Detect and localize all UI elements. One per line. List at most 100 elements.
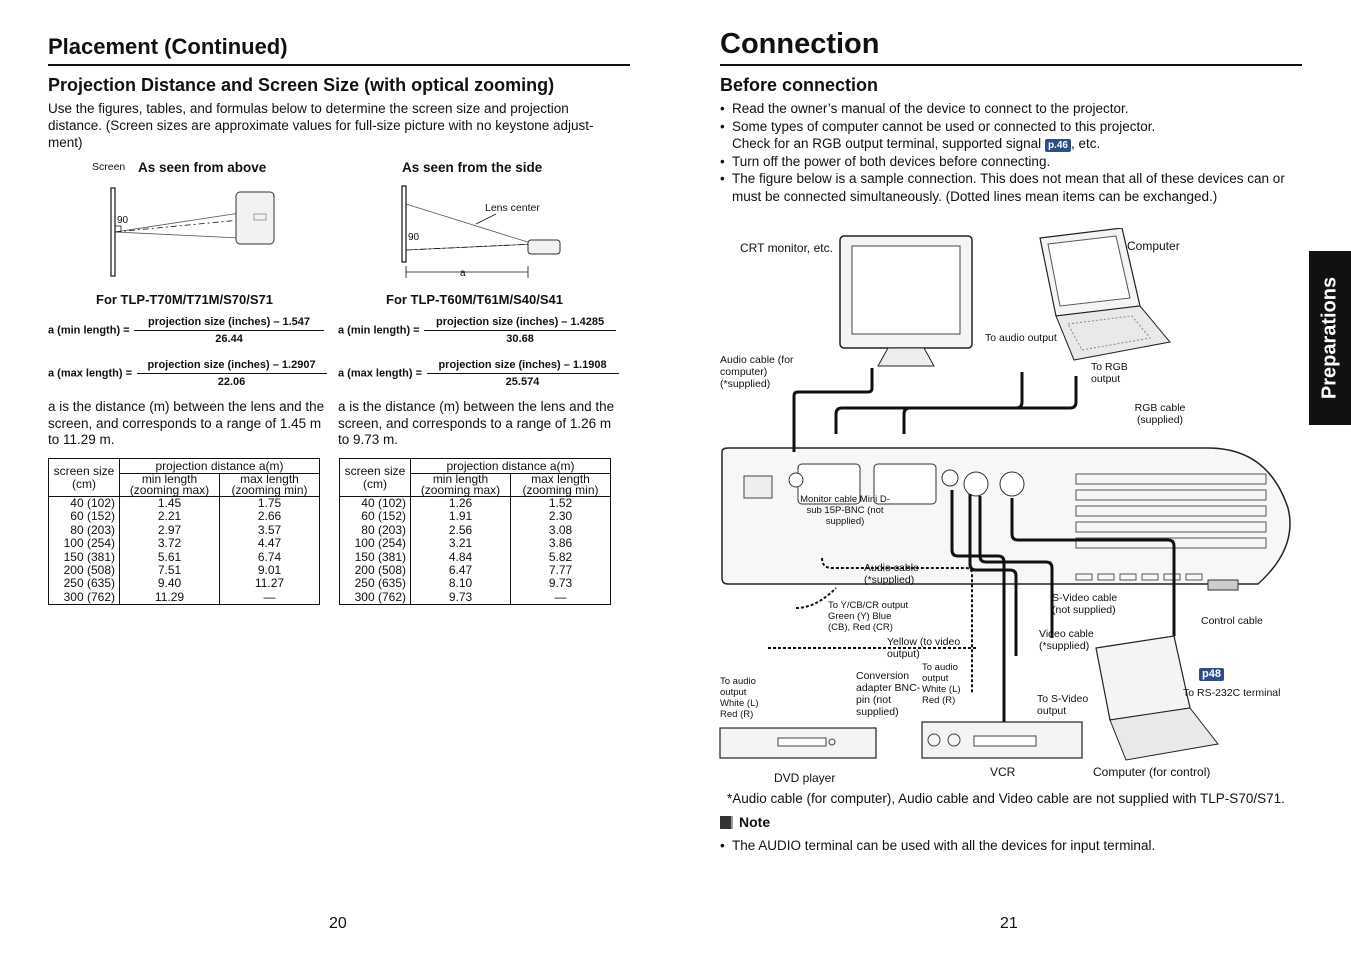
page-number-left: 20: [329, 915, 347, 932]
formula-max-1-lhs: a (max length) =: [48, 367, 133, 380]
label-to-rs232c: To RS-232C terminal: [1183, 687, 1281, 699]
label-rgb-cable: RGB cable (supplied): [1134, 402, 1186, 426]
section-title-placement: Placement (Continued): [48, 34, 288, 59]
label-to-ycbcr: To Y/CB/CR output Green (Y) Blue (CB), R…: [828, 600, 909, 633]
side-caption: As seen from the side: [402, 160, 543, 175]
label-to-svideo: To S-Video output: [1037, 693, 1089, 717]
label-crt: CRT monitor, etc.: [740, 241, 833, 255]
formula-min-2-num: projection size (inches) – 1.4285: [424, 316, 617, 331]
table-cell: 40 (102): [339, 496, 411, 511]
table-cell: 200 (508): [48, 563, 120, 578]
formula-min-1-den: 26.44: [215, 333, 243, 345]
table-cell: 100 (254): [339, 536, 411, 551]
label-to-audio-mid: To audio output White (L) Red (R): [922, 662, 961, 706]
dvd-player-icon: [719, 727, 877, 759]
subtitle-projection: Projection Distance and Screen Size (wit…: [48, 75, 555, 95]
list-item: Some types of computer cannot be used or…: [720, 118, 1305, 153]
precaution-list: Read the owner’s manual of the device to…: [720, 100, 1305, 205]
table-cell: 60 (152): [339, 509, 411, 524]
table-cell: 3.72: [119, 536, 220, 551]
th-screen-size: screen size (cm): [339, 458, 411, 497]
table-cell: 300 (762): [339, 590, 411, 606]
note-heading: Note: [720, 814, 770, 832]
table-cell: 3.08: [510, 523, 611, 538]
table-cell: 1.45: [119, 496, 220, 511]
table-cell: 1.75: [219, 496, 320, 511]
label-yellow: Yellow (to video output): [887, 636, 961, 660]
intro-text: Use the figures, tables, and formulas be…: [48, 101, 594, 150]
angle-label-top: 90: [117, 215, 129, 226]
label-conversion: Conversion adapter BNC-pin (not supplied…: [856, 670, 921, 718]
list-item-text: Some types of computer cannot be used or…: [732, 118, 1156, 134]
title-rule-left: [48, 64, 630, 66]
section-title-connection: Connection: [720, 28, 880, 60]
above-caption: As seen from above: [138, 160, 267, 175]
table-cell: 4.47: [219, 536, 320, 551]
table-cell: 6.74: [219, 550, 320, 565]
formula-max-2-num: projection size (inches) – 1.1908: [426, 359, 619, 374]
table-row: 300 (762)9.73—: [339, 590, 611, 606]
table-cell: 150 (381): [339, 550, 411, 565]
table-cell: 7.51: [119, 563, 220, 578]
table-cell: —: [219, 590, 320, 606]
th-max-length: max length (zooming min): [510, 473, 611, 497]
page-number-right: 21: [1000, 915, 1018, 932]
formula-min-1-num: projection size (inches) – 1.547: [134, 316, 325, 331]
screen-label: Screen: [92, 161, 126, 173]
projector-icon: [721, 447, 1291, 591]
note-icon: [720, 816, 733, 829]
control-laptop-icon: [1095, 635, 1219, 761]
lens-center-label: Lens center: [485, 202, 540, 214]
table-cell: 6.47: [410, 563, 511, 578]
table-cell: 9.40: [119, 577, 220, 591]
table-cell: 9.73: [410, 590, 511, 606]
label-computer: Computer: [1127, 239, 1180, 253]
table-cell: 2.66: [219, 509, 320, 524]
top-view-diagram: [110, 187, 275, 277]
table-cell: 1.26: [410, 496, 511, 511]
table-cell: 1.91: [410, 509, 511, 524]
distance-table-1: screen size (cm)projection distance a(m)…: [48, 458, 320, 606]
p48-badge[interactable]: p48: [1199, 668, 1224, 681]
label-dvd: DVD player: [774, 771, 836, 785]
table-cell: 7.77: [510, 563, 611, 578]
side-tab-label: Preparations: [1318, 276, 1341, 400]
table-cell: 8.10: [410, 577, 511, 591]
table-cell: 2.30: [510, 509, 611, 524]
table-cell: 250 (635): [339, 577, 411, 591]
formula-max-2-lhs: a (max length) =: [338, 367, 423, 380]
list-item: The AUDIO terminal can be used with all …: [720, 837, 1305, 855]
distance-desc-2: a is the distance (m) between the lens a…: [338, 399, 615, 447]
page-ref-badge[interactable]: p.46: [1044, 139, 1071, 152]
list-item: Read the owner’s manual of the device to…: [720, 100, 1305, 118]
formula-max-2-den: 25.574: [505, 376, 540, 388]
table-cell: 300 (762): [48, 590, 120, 606]
formula-min-1: a (min length) = projection size (inches…: [48, 316, 325, 345]
label-computer-control: Computer (for control): [1093, 765, 1211, 779]
table-cell: 80 (203): [48, 523, 120, 538]
formula-max-1: a (max length) = projection size (inches…: [48, 359, 327, 388]
formula-max-1-den: 22.06: [217, 376, 246, 388]
table-cell: 4.84: [410, 550, 511, 565]
label-svideo-cable: S-Video cable (not supplied): [1052, 592, 1118, 616]
connection-diagram: [719, 228, 1291, 761]
table-cell: 11.27: [219, 577, 320, 591]
model-heading-2: For TLP-T60M/T61M/S40/S41: [386, 292, 563, 307]
note-title: Note: [739, 814, 771, 830]
th-max-length: max length (zooming min): [219, 473, 320, 497]
table-cell: 3.57: [219, 523, 320, 538]
table-cell: 3.86: [510, 536, 611, 551]
th-min-length: min length (zooming max): [119, 473, 220, 497]
